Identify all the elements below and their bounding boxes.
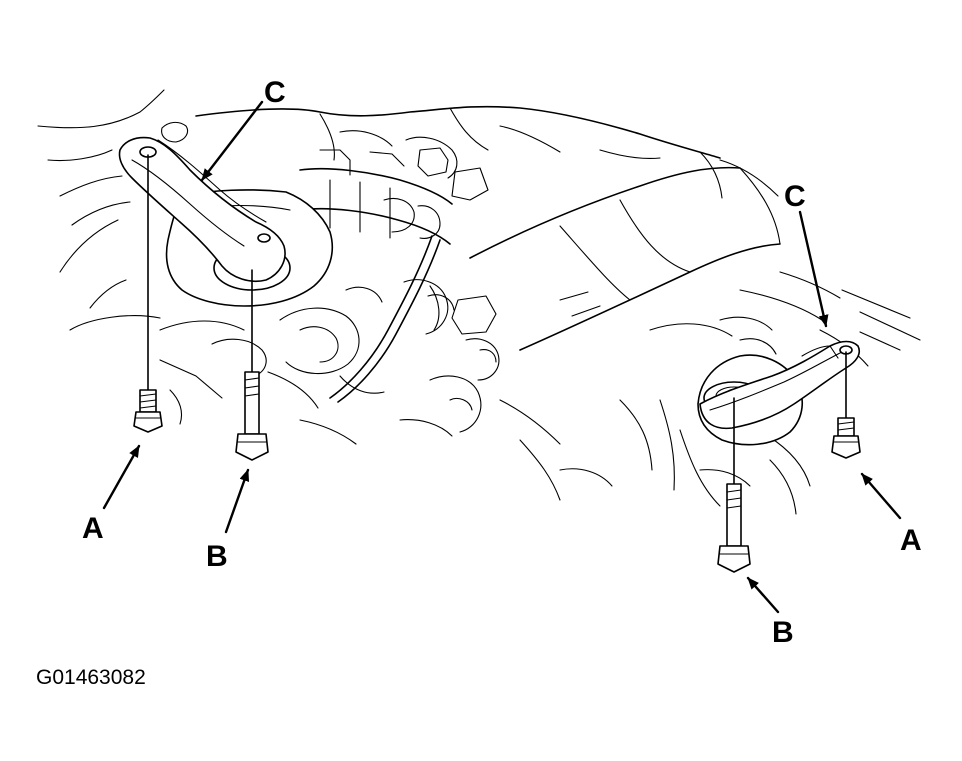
figure-code: G01463082 <box>36 666 146 689</box>
right-bolt-a <box>831 351 861 459</box>
label-right-c: C <box>784 180 806 213</box>
left-c-arrow <box>200 100 264 182</box>
right-mount-assembly <box>697 210 902 614</box>
label-right-b: B <box>772 616 794 649</box>
left-a-arrow <box>102 444 141 510</box>
right-b-arrow <box>746 576 780 614</box>
right-c-arrow <box>798 210 829 328</box>
label-left-b: B <box>206 540 228 573</box>
label-left-c: C <box>264 76 286 109</box>
left-bolt-b <box>235 269 269 461</box>
label-right-a: A <box>900 524 922 557</box>
right-bracket-c <box>699 340 861 430</box>
left-mount-assembly <box>102 100 334 534</box>
left-bolt-a <box>133 154 163 433</box>
right-bolt-b <box>717 397 751 573</box>
label-left-a: A <box>82 512 104 545</box>
background-assembly <box>37 89 921 515</box>
left-b-arrow <box>224 468 250 534</box>
right-a-arrow <box>860 472 902 520</box>
